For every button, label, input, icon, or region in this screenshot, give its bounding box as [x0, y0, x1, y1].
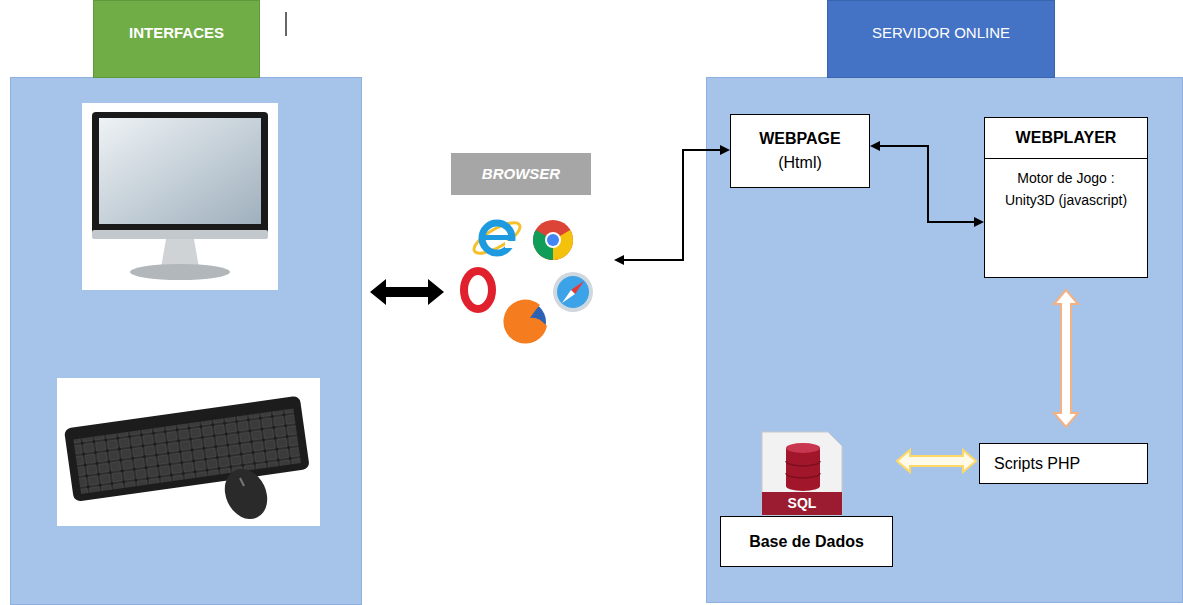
box-body: Motor de Jogo : Unity3D (javascript)	[985, 159, 1147, 219]
monitor-picture	[82, 103, 278, 290]
box-title: Base de Dados	[720, 516, 893, 567]
database-icon	[762, 432, 842, 515]
process-box: Scripts PHP	[979, 443, 1148, 484]
icon-caption: SQL	[762, 492, 842, 515]
panel-tab: INTERFACES	[93, 0, 260, 78]
connector-arrow	[897, 450, 976, 472]
box-title: Scripts PHP	[980, 444, 1147, 483]
browser-icons	[464, 217, 593, 343]
keyboard-picture	[57, 378, 320, 526]
process-box: WEBPAGE(Html)	[730, 114, 870, 188]
browser-label: BROWSER	[451, 153, 591, 195]
box-title: WEBPAGE	[731, 127, 869, 151]
server-panel: SERVIDOR ONLINEWEBPAGE(Html)WEBPLAYERMot…	[706, 77, 1183, 603]
cursor-mark	[285, 12, 287, 36]
process-box: WEBPLAYERMotor de Jogo : Unity3D (javasc…	[984, 117, 1148, 278]
connector-arrow	[870, 141, 984, 227]
box-title: WEBPLAYER	[985, 118, 1147, 159]
connector-arrow	[614, 145, 730, 265]
connector-arrow	[370, 279, 444, 305]
box-body: (Html)	[731, 151, 869, 175]
connector-arrow	[1054, 290, 1078, 427]
panel-tab: SERVIDOR ONLINE	[827, 0, 1055, 78]
